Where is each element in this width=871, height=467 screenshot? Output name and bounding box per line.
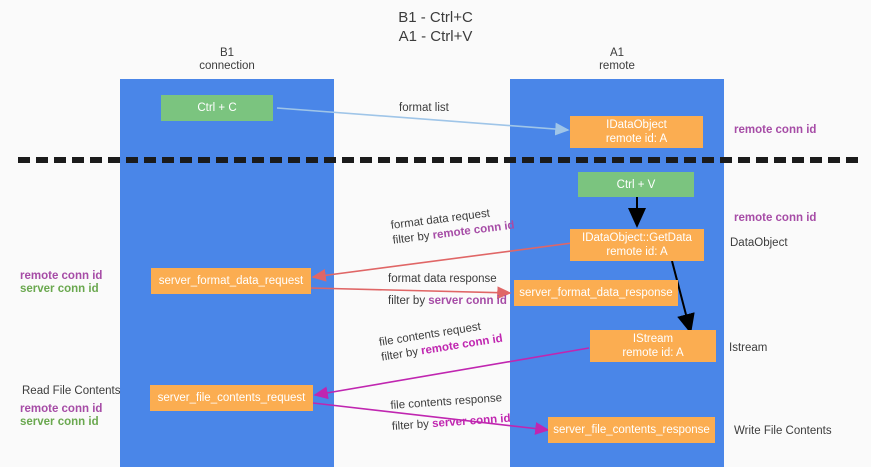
edge-label-file-contents-response-filter: filter by server conn id bbox=[391, 412, 511, 435]
node-server-format-data-response[interactable]: server_format_data_response bbox=[514, 280, 678, 306]
node-istream-line1: IStream bbox=[632, 333, 674, 345]
diagram-title-line1: B1 - Ctrl+C bbox=[398, 9, 473, 26]
annotation-left-server-conn-id-bot: server conn id bbox=[20, 416, 99, 428]
phase-separator bbox=[18, 157, 858, 163]
node-server-file-contents-request[interactable]: server_file_contents_request bbox=[150, 385, 313, 411]
edge-label-file-contents-response-text: file contents response bbox=[390, 392, 503, 412]
annotation-remote-conn-id-top: remote conn id bbox=[734, 124, 817, 136]
annotation-read-file-contents: Read File Contents bbox=[22, 385, 121, 397]
lane-header-b1-line2: connection bbox=[199, 60, 255, 72]
node-file-request-label: server_file_contents_request bbox=[157, 392, 306, 404]
annotation-dataobject: DataObject bbox=[730, 237, 788, 249]
lane-header-b1-line1: B1 bbox=[219, 47, 235, 59]
node-ctrl-c-label: Ctrl + C bbox=[197, 102, 237, 114]
node-idataobject-getdata[interactable]: IDataObject::GetData remote id: A bbox=[570, 229, 704, 261]
node-fmt-request-label: server_format_data_request bbox=[158, 275, 304, 287]
annotation-write-file-contents: Write File Contents bbox=[734, 425, 832, 437]
annotation-remote-conn-id-mid: remote conn id bbox=[734, 212, 817, 224]
edge-label-format-data-request: format data request filter by remote con… bbox=[390, 204, 515, 249]
edge-label-format-data-response-text: format data response bbox=[388, 273, 497, 285]
lane-header-a1: A1 remote bbox=[510, 47, 724, 73]
node-file-response-label: server_file_contents_response bbox=[553, 424, 710, 436]
filter-prefix-1: filter by bbox=[392, 229, 434, 247]
edge-label-file-contents-request: file contents request filter by remote c… bbox=[378, 317, 504, 366]
lane-header-a1-line2: remote bbox=[599, 60, 635, 72]
node-server-format-data-request[interactable]: server_format_data_request bbox=[151, 268, 311, 294]
node-getdata-line1: IDataObject::GetData bbox=[582, 232, 692, 244]
node-ctrl-v[interactable]: Ctrl + V bbox=[578, 172, 694, 197]
edge-label-format-data-response-filter: filter by server conn id bbox=[388, 294, 507, 309]
edge-label-file-contents-response: file contents response filter by server … bbox=[390, 391, 511, 435]
node-istream[interactable]: IStream remote id: A bbox=[590, 330, 716, 362]
node-idataobject[interactable]: IDataObject remote id: A bbox=[570, 116, 703, 148]
annotation-left-server-conn-id-mid: server conn id bbox=[20, 283, 99, 295]
node-ctrl-c[interactable]: Ctrl + C bbox=[161, 95, 273, 121]
node-ctrl-v-label: Ctrl + V bbox=[616, 178, 656, 191]
edge-label-format-list-text: format list bbox=[399, 102, 449, 114]
annotation-left-remote-conn-id-mid: remote conn id bbox=[20, 270, 103, 282]
lane-header-b1: B1 connection bbox=[120, 47, 334, 73]
annotation-left-remote-conn-id-bot: remote conn id bbox=[20, 403, 103, 415]
annotation-istream: Istream bbox=[729, 342, 768, 354]
node-server-file-contents-response[interactable]: server_file_contents_response bbox=[548, 417, 715, 443]
node-getdata-line2: remote id: A bbox=[606, 246, 668, 258]
node-idataobject-line2: remote id: A bbox=[605, 133, 668, 145]
lane-header-a1-line1: A1 bbox=[609, 47, 625, 59]
filter-prefix-4: filter by bbox=[391, 418, 433, 433]
node-fmt-response-label: server_format_data_response bbox=[519, 287, 673, 299]
diagram-title: B1 - Ctrl+C A1 - Ctrl+V bbox=[0, 8, 871, 46]
filter-value-server-conn-id-2: server conn id bbox=[431, 412, 511, 431]
node-idataobject-line1: IDataObject bbox=[606, 119, 667, 131]
filter-value-server-conn-id-1: server conn id bbox=[428, 295, 507, 307]
diagram-title-line2: A1 - Ctrl+V bbox=[398, 28, 473, 45]
edge-label-format-data-response: format data response filter by server co… bbox=[388, 272, 507, 309]
edge-label-format-list: format list bbox=[399, 101, 449, 116]
node-istream-line2: remote id: A bbox=[622, 347, 684, 359]
filter-prefix-2: filter by bbox=[388, 295, 429, 307]
